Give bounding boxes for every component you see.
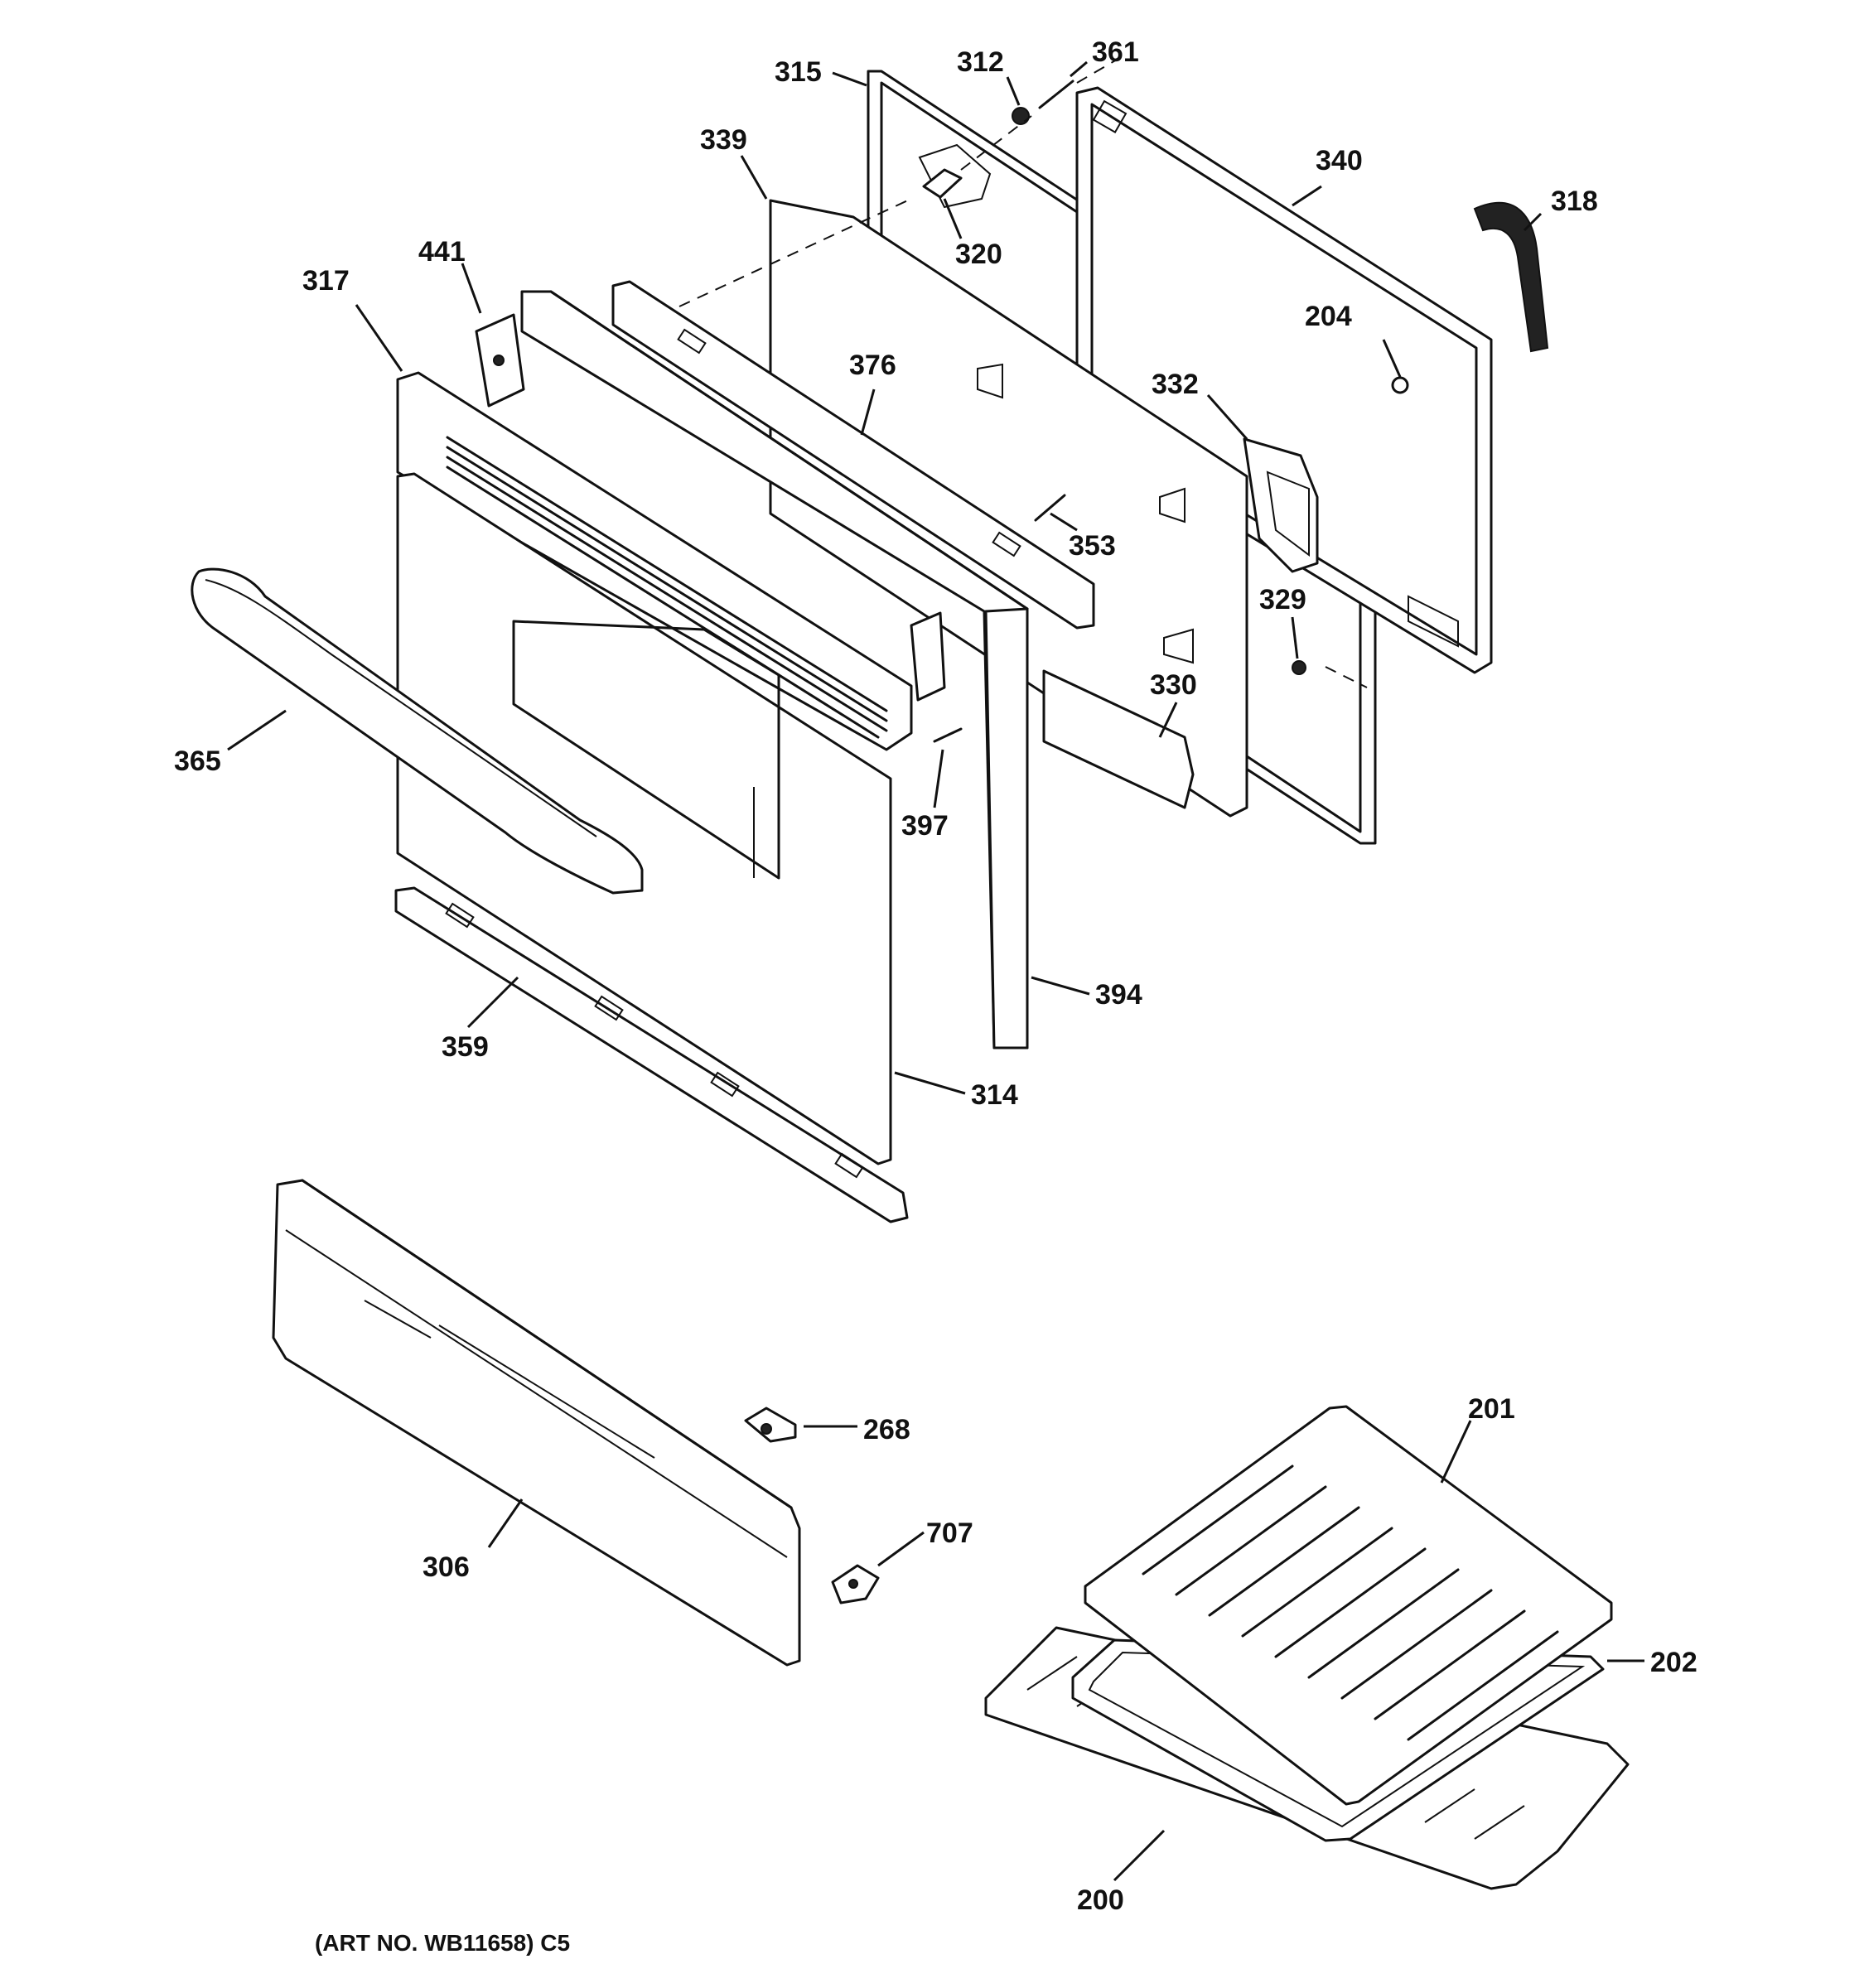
- callout-318: 318: [1551, 186, 1598, 217]
- callout-397: 397: [901, 810, 949, 842]
- drawer-bracket-268: [744, 1407, 797, 1443]
- callout-376: 376: [849, 350, 896, 381]
- leader-lines: [227, 60, 1644, 1882]
- callout-317: 317: [302, 265, 350, 297]
- callout-labels: 315 312 361 339 340 318 320 441 317 204 …: [174, 36, 1697, 1916]
- callout-339: 339: [700, 124, 747, 156]
- hinge-pin-320: [922, 168, 963, 199]
- callout-329: 329: [1259, 584, 1306, 615]
- door-shield-330: [1042, 669, 1195, 809]
- callout-365: 365: [174, 746, 221, 777]
- inner-glass-panel-339: [769, 199, 1248, 818]
- callout-312: 312: [957, 46, 1004, 78]
- inner-door-frame-376: [611, 280, 1095, 630]
- door-gasket-318: [1473, 201, 1549, 353]
- drawer-front-306: [272, 1179, 801, 1667]
- callout-306: 306: [423, 1551, 470, 1583]
- screw-397: [933, 727, 963, 743]
- callout-330: 330: [1150, 669, 1197, 701]
- door-handle-365: [191, 567, 644, 895]
- callout-315: 315: [775, 56, 822, 88]
- art-number: (ART NO. WB11658) C5: [315, 1930, 570, 1956]
- screw-329: [1292, 660, 1306, 675]
- door-front-panel-317: [396, 371, 913, 751]
- callout-353: 353: [1069, 530, 1116, 562]
- door-glass-panel-314: [396, 472, 892, 1165]
- callout-441: 441: [418, 236, 466, 268]
- screw-204: [1391, 376, 1409, 394]
- callout-204: 204: [1305, 301, 1352, 332]
- hinge-bracket-441: [475, 313, 525, 408]
- callout-268: 268: [863, 1414, 910, 1445]
- screw-361: [1038, 80, 1074, 109]
- door-side-frame-394: [520, 290, 1029, 1049]
- callout-201: 201: [1468, 1393, 1515, 1425]
- callout-394: 394: [1095, 979, 1142, 1011]
- insulation-332: [1243, 437, 1319, 573]
- callout-320: 320: [955, 239, 1002, 270]
- callout-340: 340: [1316, 145, 1363, 176]
- callout-314: 314: [971, 1079, 1018, 1111]
- drawer-clip-707: [831, 1564, 880, 1604]
- grid-slots: [1142, 1464, 1559, 1741]
- callout-361: 361: [1092, 36, 1139, 68]
- callout-359: 359: [442, 1031, 489, 1063]
- door-bottom-trim-359: [394, 886, 909, 1223]
- nut-312: [1012, 107, 1030, 125]
- callout-202: 202: [1650, 1647, 1697, 1678]
- callout-707: 707: [926, 1518, 973, 1549]
- callout-332: 332: [1152, 369, 1199, 400]
- callout-200: 200: [1077, 1884, 1124, 1916]
- screw-353: [1034, 494, 1066, 522]
- broiler-grid-201: [1084, 1405, 1613, 1806]
- vent-slots: [446, 436, 888, 739]
